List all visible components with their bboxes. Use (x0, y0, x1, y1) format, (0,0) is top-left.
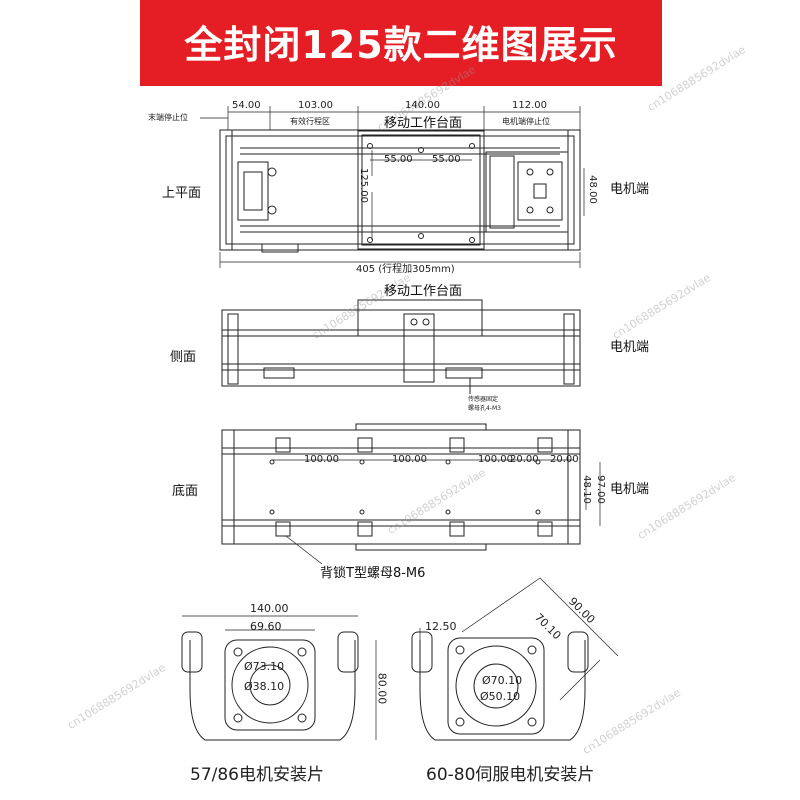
motor-end-label-side: 电机端 (610, 340, 650, 355)
dim-54: 54.00 (232, 100, 261, 111)
dim-97: 97.00 (594, 475, 606, 504)
plate60-dim-50: Ø50.10 (480, 690, 521, 703)
plate60-caption: 60-80伺服电机安装片 (426, 765, 595, 785)
nut-label: 背锁T型螺母8-M6 (320, 566, 426, 581)
dim-125: 125.00 (358, 168, 369, 203)
table-label-top: 移动工作台面 (384, 116, 463, 131)
dim-48-bottom: 48.10 (580, 475, 592, 504)
top-view-table (357, 130, 485, 250)
sensor-note-1: 传感器固定 (468, 396, 499, 403)
plate-60-dimensions (419, 577, 619, 701)
top-view-dimensions (200, 106, 585, 268)
top-view-outline (219, 129, 581, 253)
plate-57-outline (181, 631, 359, 741)
dim-48-top: 48.00 (586, 175, 598, 204)
plate57-dim-80: 80.00 (375, 672, 389, 705)
table-label-side: 移动工作台面 (384, 284, 463, 299)
dim-55a: 55.00 (384, 154, 413, 165)
effective-travel-label: 有效行程区 (290, 117, 330, 126)
motor-end-label-bottom: 电机端 (610, 482, 650, 497)
end-stop-label: 末端停止位 (148, 113, 188, 122)
bottom-view-outline (221, 423, 581, 551)
dim-20b: 20.00 (550, 454, 579, 465)
bottom-view-dimensions (272, 459, 601, 565)
top-view-label: 上平面 (162, 186, 202, 201)
side-view-label: 侧面 (170, 350, 197, 365)
dim-140-top: 140.00 (405, 100, 440, 111)
dim-103: 103.00 (298, 100, 333, 111)
dim-100b: 100.00 (392, 454, 427, 465)
plate60-dim-70b: Ø70.10 (482, 674, 523, 687)
motor-end-stop-label: 电机端停止位 (502, 117, 550, 126)
banner-title: 全封闭125款二维图展示 (184, 23, 618, 67)
plate60-dim-12: 12.50 (425, 620, 457, 633)
plate57-dim-69: 69.60 (250, 620, 282, 633)
plate57-dim-140: 140.00 (250, 602, 289, 615)
bottom-view-label: 底面 (172, 484, 199, 499)
plate57-dim-73: Ø73.10 (244, 660, 285, 673)
dim-112: 112.00 (512, 100, 547, 111)
dim-20a: 20.00 (510, 454, 539, 465)
dim-100c: 100.00 (478, 454, 513, 465)
plate57-dim-38: Ø38.10 (244, 680, 285, 693)
title-banner: 全封闭125款二维图展示 (140, 0, 662, 86)
plate-60-outline (411, 631, 589, 741)
sensor-note-2: 螺母孔4-M3 (468, 405, 501, 412)
plate-57-dimensions (182, 615, 377, 740)
top-view-motor-plate (485, 151, 569, 233)
side-view-outline (221, 299, 581, 394)
dim-55b: 55.00 (432, 154, 461, 165)
dim-100a: 100.00 (304, 454, 339, 465)
plate57-caption: 57/86电机安装片 (190, 765, 324, 785)
motor-end-label-top: 电机端 (610, 182, 650, 197)
dim-405: 405 (行程加305mm) (356, 264, 455, 275)
